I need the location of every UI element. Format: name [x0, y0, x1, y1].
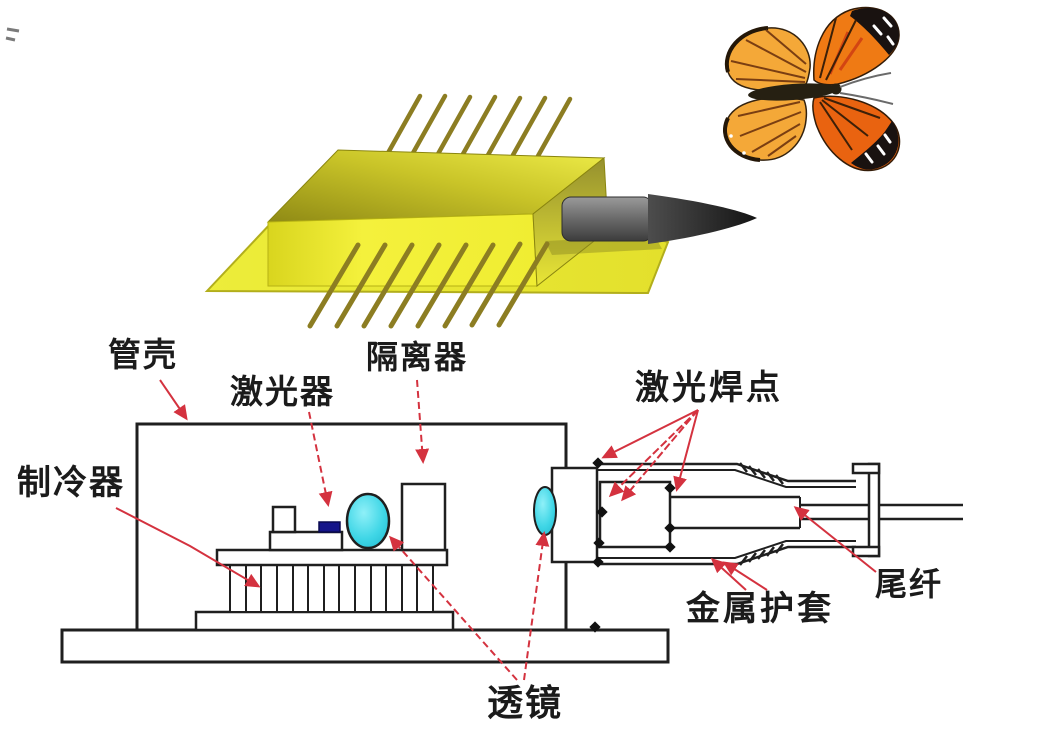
- package-bottom-pins: [307, 241, 550, 329]
- fiber-boot: [561, 196, 653, 242]
- label-shell: 管壳: [108, 336, 178, 373]
- arrow-weld-fan: [601, 409, 699, 502]
- label-metal-sheath: 金属护套: [686, 590, 834, 628]
- wing-tip-spots: [872, 16, 895, 46]
- arrow-lens-2: [523, 531, 550, 681]
- wing-edge: [724, 26, 769, 73]
- butterfly-illustration: [723, 6, 901, 172]
- wing-veins: [819, 17, 857, 81]
- tec-lower-plate: [194, 610, 455, 632]
- end-cap: [851, 462, 881, 558]
- ferrule-tube: [670, 495, 801, 530]
- cross-section-diagram: [60, 422, 963, 664]
- metal-sheath: [598, 462, 856, 566]
- monitor-block: [271, 505, 297, 534]
- wing-dot: [729, 134, 733, 138]
- arrow-cooler: [115, 507, 261, 588]
- wing-edge: [723, 117, 761, 162]
- butterfly-antennae: [839, 72, 894, 105]
- label-pigtail: 尾纤: [875, 566, 944, 602]
- butterfly-head: [830, 83, 842, 95]
- wing-veins: [737, 101, 802, 157]
- package-top-pins: [385, 93, 573, 159]
- arrow-pigtail: [793, 506, 877, 573]
- fiber-cone: [648, 194, 757, 244]
- arrow-lens-1: [389, 535, 518, 681]
- label-weld-spots: 激光焊点: [635, 369, 783, 407]
- wing-dot: [742, 151, 746, 155]
- wing-tip-spots: [864, 133, 892, 164]
- wing-veins: [819, 97, 881, 151]
- mounting-base: [60, 628, 670, 664]
- arrow-shell: [159, 379, 188, 421]
- tec-fins: [229, 564, 434, 613]
- isolator-block: [400, 482, 447, 552]
- lens-holder: [550, 466, 599, 564]
- package-3d-illustration: [204, 93, 757, 329]
- laser-submount: [268, 530, 344, 552]
- package-front-face: [267, 213, 538, 287]
- annotation-arrows: [115, 379, 877, 681]
- label-cooler: 制冷器: [17, 464, 125, 502]
- fiber-pigtail-lines: [800, 503, 963, 521]
- scan-artifact: [5, 27, 20, 42]
- label-isolator: 隔离器: [366, 339, 469, 375]
- arrow-sheath-2: [722, 561, 768, 591]
- label-lens: 透镜: [487, 682, 564, 723]
- ferrule-block: [598, 480, 672, 549]
- weld-spots: [589, 457, 676, 633]
- wing-veins: [730, 29, 807, 83]
- wing-tip-black: [851, 121, 899, 170]
- label-laser: 激光器: [230, 373, 335, 410]
- lens-1: [345, 492, 391, 550]
- laser-chip: [318, 521, 341, 533]
- lens-2: [533, 486, 557, 536]
- arrow-laser: [308, 411, 333, 507]
- butterfly-body: [748, 83, 838, 101]
- arrow-isolator: [415, 379, 430, 464]
